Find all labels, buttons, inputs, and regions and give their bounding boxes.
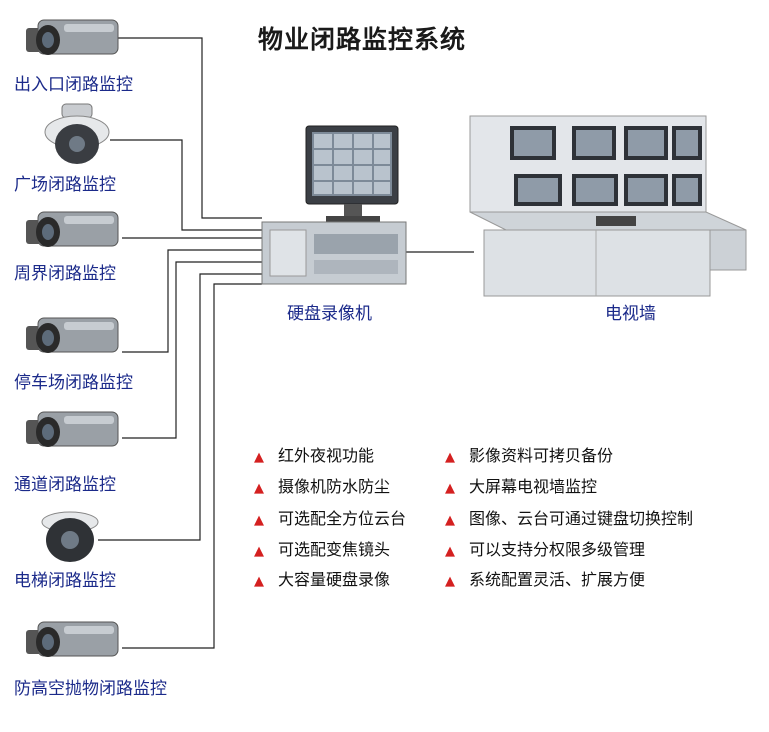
feature-item: ▲系统配置灵活、扩展方便 (445, 570, 646, 589)
feature-item: ▲可选配全方位云台 (254, 509, 407, 528)
triangle-bullet-icon: ▲ (445, 574, 455, 589)
feature-item: ▲影像资料可拷贝备份 (445, 446, 614, 465)
wire-anti-throwing (122, 283, 262, 649)
triangle-bullet-icon: ▲ (254, 481, 264, 496)
dvr-label: 硬盘录像机 (287, 304, 372, 324)
feature-item: ▲摄像机防水防尘 (254, 477, 391, 496)
triangle-bullet-icon: ▲ (254, 450, 264, 465)
triangle-bullet-icon: ▲ (254, 513, 264, 528)
wire-parking (122, 249, 262, 353)
camera-label-passage: 通道闭路监控 (14, 475, 116, 495)
wire-plaza (110, 139, 262, 231)
dvr-computer-icon (261, 125, 407, 285)
triangle-bullet-icon: ▲ (445, 544, 455, 559)
video-wall-label: 电视墙 (605, 304, 656, 324)
triangle-bullet-icon: ▲ (254, 574, 264, 589)
camera-label-elevator: 电梯闭路监控 (14, 571, 116, 591)
camera-label-plaza: 广场闭路监控 (14, 175, 116, 195)
feature-item: ▲图像、云台可通过键盘切换控制 (445, 509, 694, 528)
wire-entrance (118, 37, 262, 219)
wire-passage (122, 261, 262, 439)
bullet-camera-icon (26, 19, 119, 55)
triangle-bullet-icon: ▲ (254, 544, 264, 559)
triangle-bullet-icon: ▲ (445, 450, 455, 465)
bullet-camera-icon (26, 411, 119, 447)
camera-label-parking: 停车场闭路监控 (14, 373, 133, 393)
camera-label-anti-throwing: 防高空抛物闭路监控 (14, 679, 167, 699)
feature-item: ▲可以支持分权限多级管理 (445, 540, 646, 559)
feature-item: ▲大屏幕电视墙监控 (445, 477, 598, 496)
triangle-bullet-icon: ▲ (445, 481, 455, 496)
dome-camera-icon (44, 103, 110, 164)
camera-label-entrance: 出入口闭路监控 (14, 75, 133, 95)
triangle-bullet-icon: ▲ (445, 513, 455, 528)
feature-item: ▲红外夜视功能 (254, 446, 375, 465)
bullet-camera-icon (26, 317, 119, 353)
page-title: 物业闭路监控系统 (258, 25, 467, 54)
camera-label-perimeter: 周界闭路监控 (14, 264, 116, 284)
feature-item: ▲可选配变焦镜头 (254, 540, 391, 559)
feature-item: ▲大容量硬盘录像 (254, 570, 391, 589)
bullet-camera-icon (26, 211, 119, 247)
wire-elevator (98, 273, 262, 541)
dome-camera-icon (41, 511, 99, 562)
video-wall-console-icon (469, 115, 747, 297)
bullet-camera-icon (26, 621, 119, 657)
